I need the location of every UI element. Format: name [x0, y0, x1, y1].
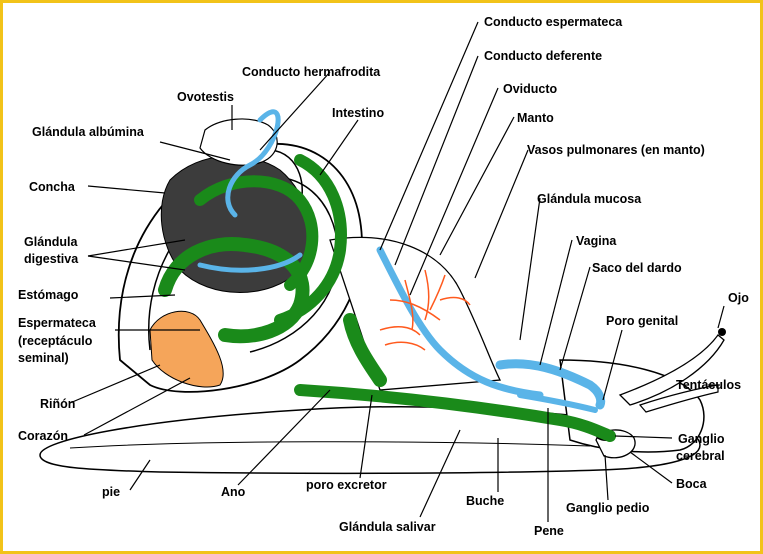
label-intestino: Intestino	[332, 106, 384, 120]
label-estomago: Estómago	[18, 288, 79, 302]
label-vasos-pulmonares: Vasos pulmonares (en manto)	[527, 143, 705, 157]
label-ganglio-cerebral-2: cerebral	[676, 449, 725, 463]
label-pene: Pene	[534, 524, 564, 538]
label-conducto-deferente: Conducto deferente	[484, 49, 602, 63]
label-glandula-albumina: Glándula albúmina	[32, 125, 145, 139]
label-oviducto: Oviducto	[503, 82, 558, 96]
label-conducto-espermateca: Conducto espermateca	[484, 15, 623, 29]
label-espermateca-2: (receptáculo	[18, 334, 93, 348]
eye	[718, 328, 726, 336]
label-ojo: Ojo	[728, 291, 749, 305]
label-espermateca-1: Espermateca	[18, 316, 97, 330]
label-vagina: Vagina	[576, 234, 617, 248]
label-saco-del-dardo: Saco del dardo	[592, 261, 682, 275]
label-tentaculos: Tentáculos	[676, 378, 741, 392]
label-glandula-mucosa: Glándula mucosa	[537, 192, 642, 206]
label-glandula-digestiva-2: digestiva	[24, 252, 79, 266]
label-buche: Buche	[466, 494, 504, 508]
ovotestis	[200, 119, 277, 165]
label-glandula-digestiva-1: Glándula	[24, 235, 79, 249]
label-pie: pie	[102, 485, 120, 499]
label-manto: Manto	[517, 111, 554, 125]
label-espermateca-3: seminal)	[18, 351, 69, 365]
label-poro-excretor: poro excretor	[306, 478, 387, 492]
label-rinon: Riñón	[40, 397, 75, 411]
label-ano: Ano	[221, 485, 246, 499]
label-conducto-hermafrodita: Conducto hermafrodita	[242, 65, 381, 79]
label-corazon: Corazón	[18, 429, 68, 443]
label-poro-genital: Poro genital	[606, 314, 678, 328]
label-concha: Concha	[29, 180, 76, 194]
label-ganglio-cerebral-1: Ganglio	[678, 432, 725, 446]
label-ganglio-pedio: Ganglio pedio	[566, 501, 650, 515]
label-boca: Boca	[676, 477, 708, 491]
label-glandula-salivar: Glándula salivar	[339, 520, 436, 534]
label-ovotestis: Ovotestis	[177, 90, 234, 104]
